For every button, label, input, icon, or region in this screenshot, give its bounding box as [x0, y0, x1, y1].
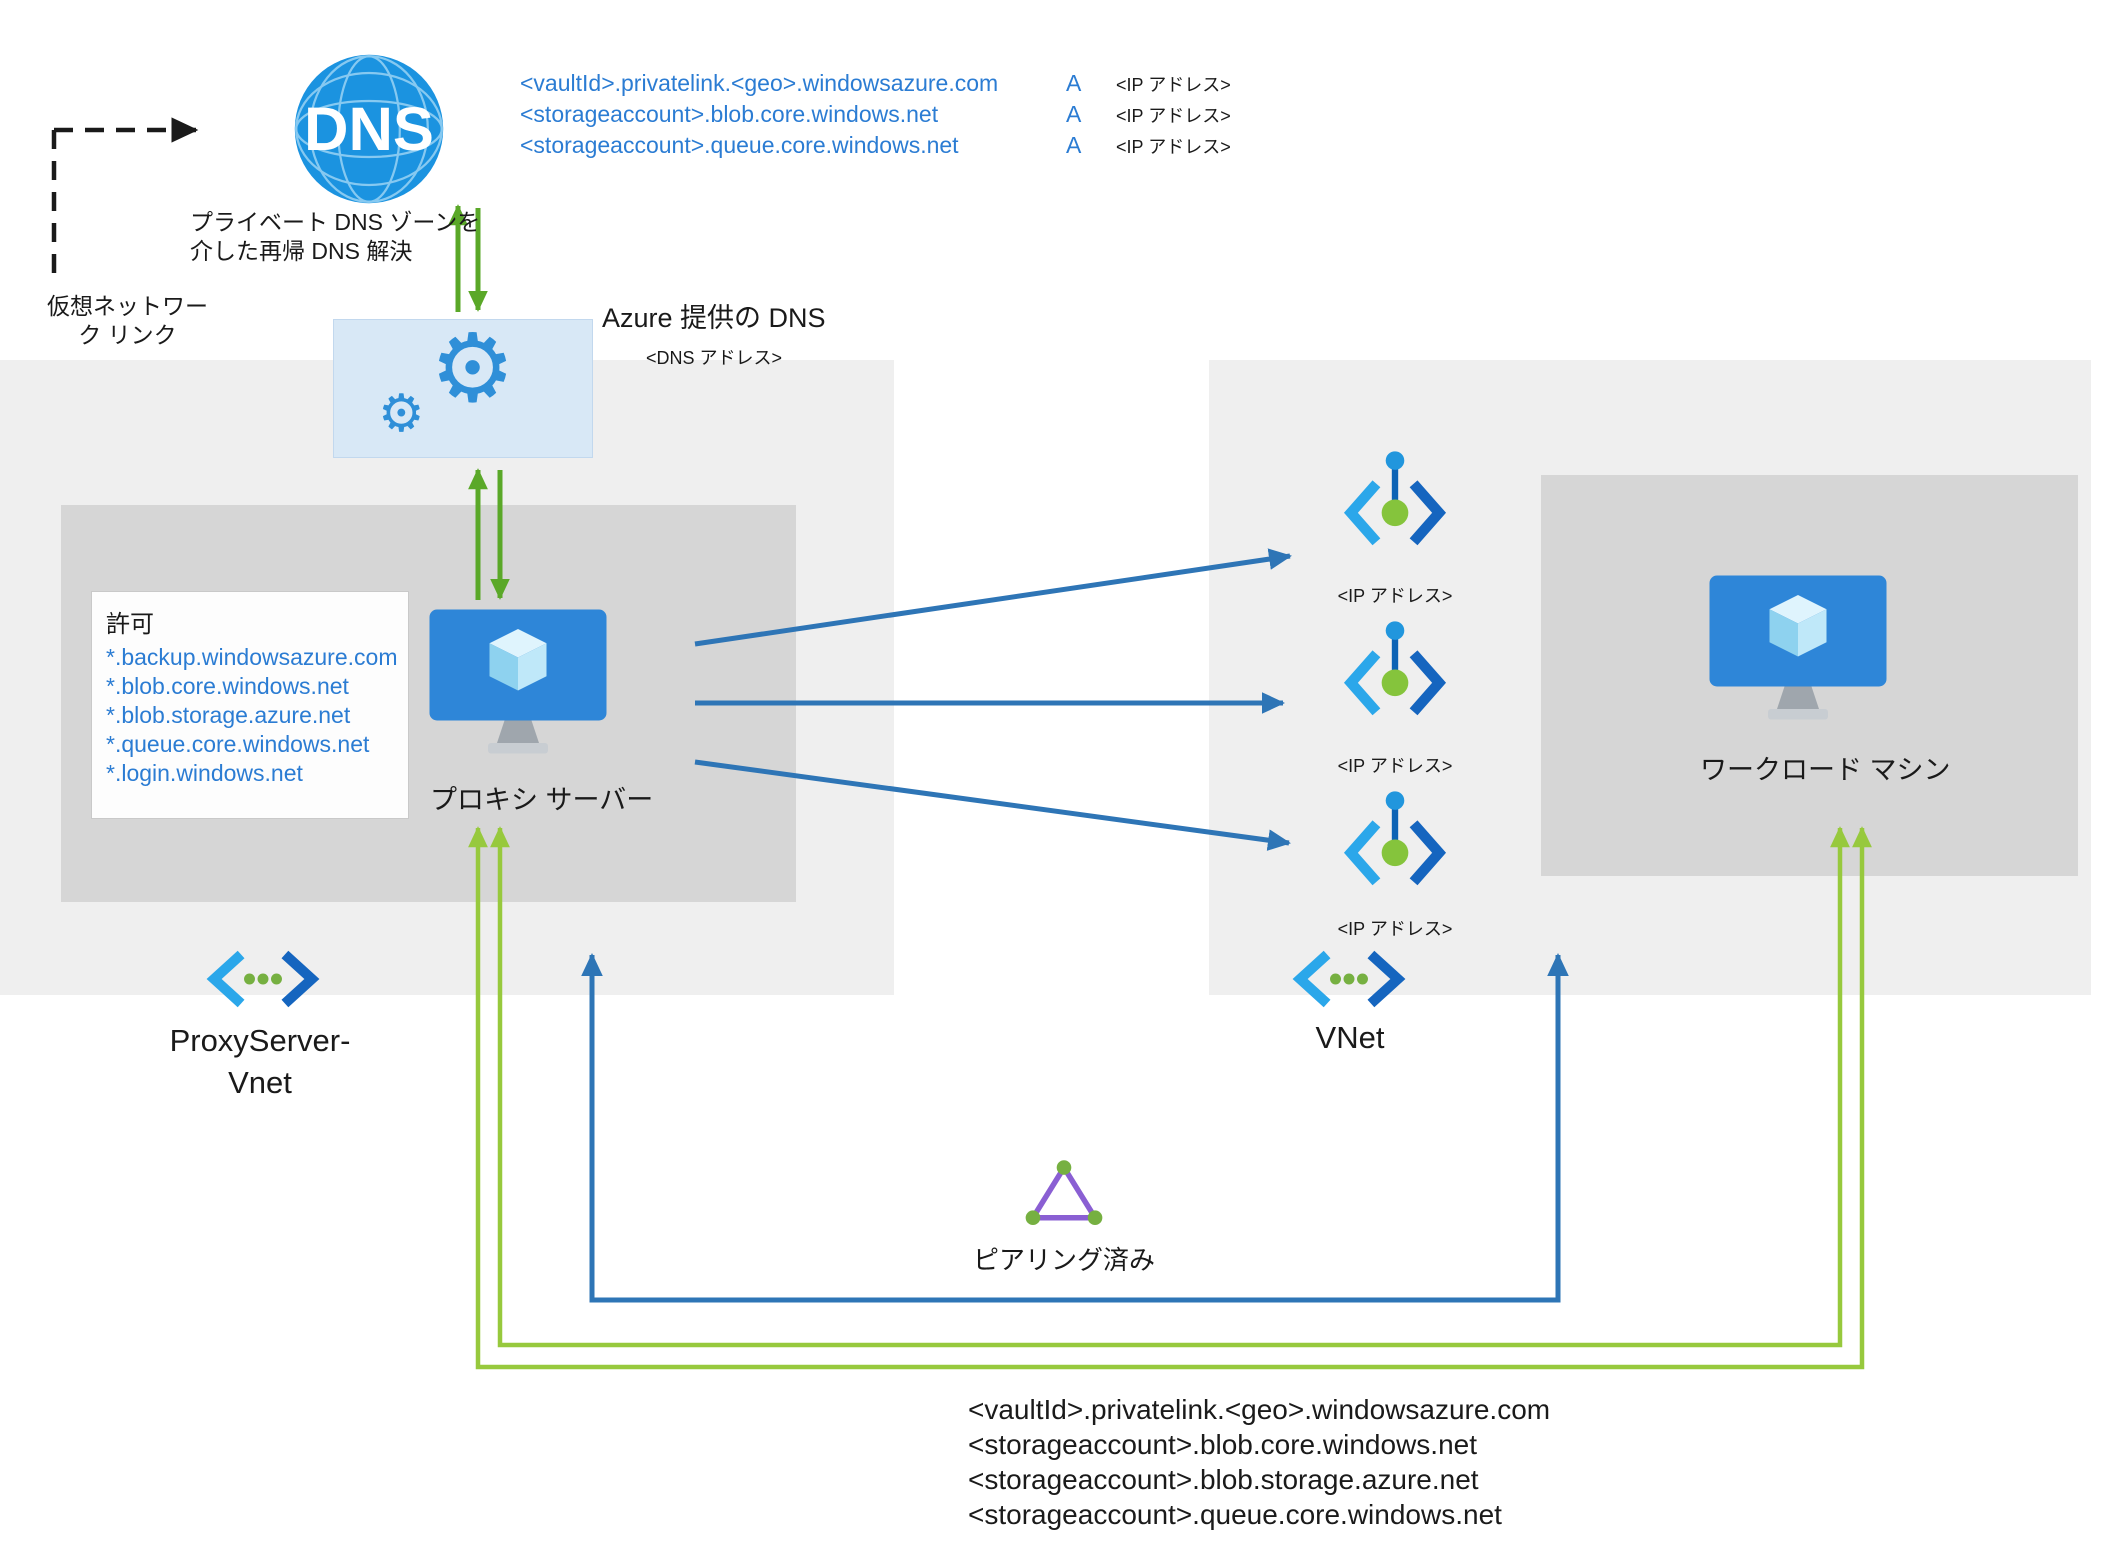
dns-recursion-note: プライベート DNS ゾーンを 介した再帰 DNS 解決: [190, 209, 481, 264]
allow-item: *.blob.storage.azure.net: [106, 702, 351, 728]
record-row: <storageaccount>.blob.core.windows.net A…: [520, 101, 1231, 132]
record-ip: <IP アドレス>: [1116, 75, 1231, 95]
record-ip: <IP アドレス>: [1116, 137, 1231, 157]
dns-address-label: <DNS アドレス>: [646, 348, 783, 368]
allow-item: *.blob.core.windows.net: [106, 673, 349, 699]
vnet-link-label: 仮想ネットワー ク リンク: [47, 293, 208, 348]
footer-fqdn: <storageaccount>.queue.core.windows.net: [968, 1499, 1502, 1530]
private-endpoint-icon-2: [1337, 614, 1453, 740]
allow-list-panel: 許可 *.backup.windowsazure.com *.blob.core…: [91, 591, 409, 819]
record-row: <storageaccount>.queue.core.windows.net …: [520, 132, 1231, 163]
dns-globe-icon: DNS: [292, 52, 446, 206]
gear-icon: ⚙: [430, 319, 516, 424]
allow-item: *.backup.windowsazure.com: [106, 644, 398, 670]
workload-machine-icon: [1708, 574, 1888, 732]
record-host: <vaultId>.privatelink.<geo>.windowsazure…: [520, 70, 999, 96]
endpoint-ip-label-2: <IP アドレス>: [1337, 756, 1453, 776]
proxy-server-label: プロキシ サーバー: [430, 785, 654, 815]
allow-item: *.queue.core.windows.net: [106, 731, 370, 757]
dns-globe-sphere: [294, 54, 444, 204]
footer-fqdn-list: <vaultId>.privatelink.<geo>.windowsazure…: [968, 1392, 1550, 1532]
allow-item: *.login.windows.net: [106, 760, 303, 786]
dns-globe-label: DNS: [304, 95, 434, 164]
record-type: A: [1066, 132, 1082, 158]
endpoint-ip-label-1: <IP アドレス>: [1337, 586, 1453, 606]
vnet-icon: [1290, 948, 1408, 1010]
footer-fqdn: <storageaccount>.blob.storage.azure.net: [968, 1464, 1479, 1495]
proxyserver-vnet-label: ProxyServer- Vnet: [169, 1023, 351, 1100]
azure-dns-panel: ⚙ ⚙: [333, 319, 593, 458]
footer-fqdn: <storageaccount>.blob.core.windows.net: [968, 1429, 1477, 1460]
record-row: <vaultId>.privatelink.<geo>.windowsazure…: [520, 70, 1231, 101]
footer-fqdn: <vaultId>.privatelink.<geo>.windowsazure…: [968, 1394, 1551, 1425]
peering-label: ピアリング済み: [972, 1245, 1155, 1275]
record-ip: <IP アドレス>: [1116, 106, 1231, 126]
record-type: A: [1066, 101, 1082, 127]
proxyserver-vnet-icon: [204, 948, 322, 1010]
dns-records-table: <vaultId>.privatelink.<geo>.windowsazure…: [520, 70, 1231, 163]
record-host: <storageaccount>.blob.core.windows.net: [520, 101, 939, 127]
endpoint-ip-label-3: <IP アドレス>: [1337, 919, 1453, 939]
azure-dns-title: Azure 提供の DNS: [602, 303, 826, 333]
private-endpoint-icon-1: [1337, 444, 1453, 570]
private-endpoint-icon-3: [1337, 784, 1453, 910]
workload-machine-label: ワークロード マシン: [1700, 755, 1951, 785]
gear-icon-small: ⚙: [378, 384, 425, 444]
record-type: A: [1066, 70, 1082, 96]
vnet-label: VNet: [1315, 1020, 1385, 1055]
peering-icon: [1022, 1155, 1106, 1233]
allow-title: 許可: [106, 611, 154, 638]
record-host: <storageaccount>.queue.core.windows.net: [520, 132, 959, 158]
proxy-server-icon: [428, 608, 608, 766]
